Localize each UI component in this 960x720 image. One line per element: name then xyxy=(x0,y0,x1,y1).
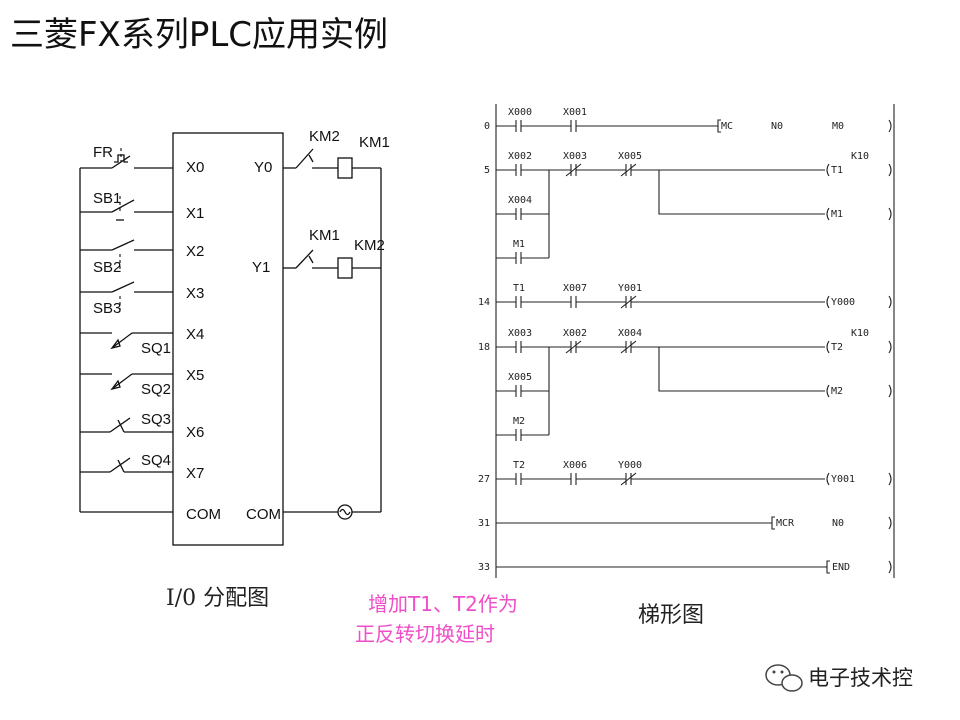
instruction-operand: M0 xyxy=(832,121,844,132)
terminal-x6: X6 xyxy=(186,424,204,441)
contact-label: M1 xyxy=(513,239,525,250)
contact-label: X005 xyxy=(618,151,642,162)
sq4-contact xyxy=(80,457,173,473)
y0-output-circuit xyxy=(283,148,381,179)
contact-label: Y001 xyxy=(618,283,642,294)
rung-5: X002 X003 X005 K10 T1 X004 M1 M1 xyxy=(496,151,892,264)
watermark: 电子技术控 xyxy=(765,664,913,692)
terminal-y0: Y0 xyxy=(254,159,272,176)
instruction-operand: N0 xyxy=(832,518,844,529)
io-diagram: FR SB1 SB2 SB3 SQ1 SQ2 SQ3 SQ4 X0 X1 X2 … xyxy=(79,128,390,611)
sq2-contact xyxy=(80,373,173,391)
step-14: 14 xyxy=(478,297,490,308)
y1-output-circuit xyxy=(283,249,381,279)
coil-km2 xyxy=(337,257,353,279)
instruction-label: END xyxy=(832,562,850,573)
plc-block xyxy=(172,132,284,546)
contact-label: X004 xyxy=(508,195,532,206)
watermark-text: 电子技术控 xyxy=(808,666,913,690)
contact-label: X007 xyxy=(563,283,587,294)
label-sq4: SQ4 xyxy=(141,452,171,469)
step-33: 33 xyxy=(478,562,490,573)
step-31: 31 xyxy=(478,518,490,529)
contact-label: X002 xyxy=(563,328,587,339)
label-sq2: SQ2 xyxy=(141,381,171,398)
rung-0: X000 X001 MC N0 M0 xyxy=(496,107,892,133)
label-y1-coil: KM2 xyxy=(354,237,385,254)
rung-33: END xyxy=(496,560,892,574)
ladder-diagram: 0 5 14 18 27 31 33 X000 X001 MC N0 M0 xyxy=(478,104,895,628)
instruction-operand: N0 xyxy=(771,121,783,132)
label-sq3: SQ3 xyxy=(141,411,171,428)
terminal-com-in: COM xyxy=(186,506,221,523)
coil-label: T2 xyxy=(831,342,843,353)
note-line-2: 正反转切换延时 xyxy=(355,622,495,646)
contact-label: M2 xyxy=(513,416,525,427)
terminal-com-out: COM xyxy=(246,506,281,523)
terminal-x5: X5 xyxy=(186,367,204,384)
terminal-x7: X7 xyxy=(186,465,204,482)
step-18: 18 xyxy=(478,342,490,353)
rung-18: X003 X002 X004 K10 T2 X005 M2 M2 xyxy=(496,328,892,441)
sb3-contact xyxy=(80,281,173,312)
contact-label: X003 xyxy=(563,151,587,162)
coil-label: Y001 xyxy=(831,474,855,485)
ladder-diagram-caption: 梯形图 xyxy=(638,603,704,628)
rung-27: T2 X006 Y000 Y001 xyxy=(496,460,892,486)
timer-preset: K10 xyxy=(851,328,869,339)
contact-label: X004 xyxy=(618,328,642,339)
coil-label: T1 xyxy=(831,165,843,176)
step-0: 0 xyxy=(484,121,490,132)
step-5: 5 xyxy=(484,165,490,176)
sb1-contact xyxy=(80,196,173,221)
contact-label: X006 xyxy=(563,460,587,471)
wechat-icon xyxy=(765,664,803,692)
io-diagram-caption: I/0 分配图 xyxy=(166,586,269,611)
contact-label: T2 xyxy=(513,460,525,471)
step-27: 27 xyxy=(478,474,490,485)
sb2-contact xyxy=(80,239,173,270)
timer-preset: K10 xyxy=(851,151,869,162)
instruction-label: MC xyxy=(721,121,733,132)
label-sb1: SB1 xyxy=(93,190,121,207)
contact-label: X002 xyxy=(508,151,532,162)
sq3-contact xyxy=(80,417,173,433)
contact-label: X001 xyxy=(563,107,587,118)
terminal-x0: X0 xyxy=(186,159,204,176)
coil-km1 xyxy=(337,157,353,179)
coil-label: M2 xyxy=(831,386,843,397)
label-sb2: SB2 xyxy=(93,259,121,276)
label-sb3: SB3 xyxy=(93,300,121,317)
terminal-x3: X3 xyxy=(186,285,204,302)
label-y0-contact: KM2 xyxy=(309,128,340,145)
coil-label: M1 xyxy=(831,209,843,220)
terminal-x2: X2 xyxy=(186,243,204,260)
label-fr: FR xyxy=(93,144,113,161)
contact-label: X000 xyxy=(508,107,532,118)
note-line-1: 增加T1、T2作为 xyxy=(368,592,518,616)
contact-label: Y000 xyxy=(618,460,642,471)
rung-14: T1 X007 Y001 Y000 xyxy=(496,283,892,309)
contact-label: T1 xyxy=(513,283,525,294)
contact-label: X005 xyxy=(508,372,532,383)
terminal-x1: X1 xyxy=(186,205,204,222)
label-y1-contact: KM1 xyxy=(309,227,340,244)
fr-contact xyxy=(80,148,173,169)
page-title: 三菱FX系列PLC应用实例 xyxy=(10,15,388,55)
label-sq1: SQ1 xyxy=(141,340,171,357)
terminal-x4: X4 xyxy=(186,326,204,343)
contact-label: X003 xyxy=(508,328,532,339)
label-y0-coil: KM1 xyxy=(359,134,390,151)
terminal-y1: Y1 xyxy=(252,259,270,276)
rung-31: MCR N0 xyxy=(496,516,892,530)
instruction-label: MCR xyxy=(776,518,795,529)
coil-label: Y000 xyxy=(831,297,855,308)
sq1-contact xyxy=(80,332,173,350)
